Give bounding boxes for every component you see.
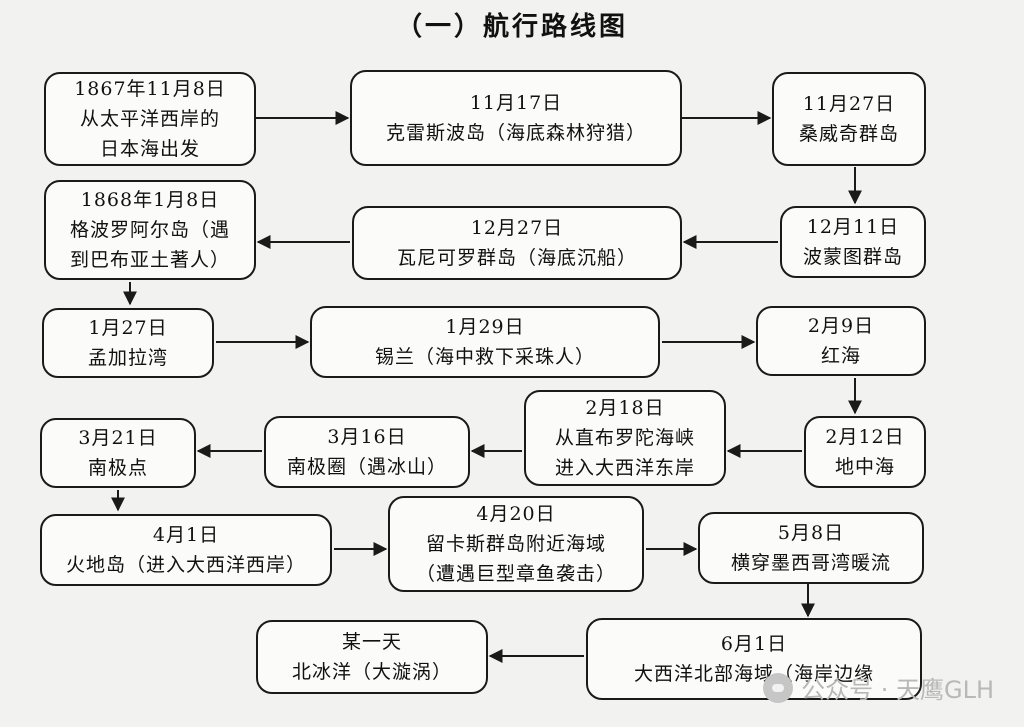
node-text: 锡兰（海中救下采珠人） <box>374 346 595 368</box>
node-text: 孟加拉湾 <box>87 347 168 369</box>
node-date: 某一天 <box>341 631 402 653</box>
node-date: 1月29日 <box>445 316 525 338</box>
node-text: 从太平洋西岸的 <box>79 108 220 130</box>
node-text: 瓦尼可罗群岛（海底沉船） <box>396 247 637 269</box>
watermark: 公众号 · 天鹰GLH <box>763 670 994 705</box>
node-text: 南极点 <box>87 457 148 479</box>
node-date: 1867年11月8日 <box>74 78 226 100</box>
node-date: 4月1日 <box>152 524 220 546</box>
node-crespo-island: 11月17日 克雷斯波岛（海底森林狩猎） <box>350 70 682 166</box>
node-date: 2月9日 <box>807 315 875 337</box>
node-date: 4月20日 <box>476 503 556 525</box>
node-antarctic-circle: 3月16日 南极圈（遇冰山） <box>264 416 470 488</box>
node-bay-of-bengal: 1月27日 孟加拉湾 <box>42 308 214 378</box>
node-gueboroar-island: 1868年1月8日 格波罗阿尔岛（遇 到巴布亚土著人） <box>44 180 256 280</box>
node-sandwich-islands: 11月27日 桑威奇群岛 <box>772 72 926 166</box>
node-date: 3月21日 <box>78 427 158 449</box>
node-text: 南极圈（遇冰山） <box>286 456 447 478</box>
node-date: 12月27日 <box>470 217 564 239</box>
node-text: 大西洋北部海域（海岸边缘 <box>633 663 874 685</box>
node-date: 3月16日 <box>327 426 407 448</box>
node-gibraltar: 2月18日 从直布罗陀海峡 进入大西洋东岸 <box>524 390 726 486</box>
node-text: 到巴布亚土著人） <box>69 249 230 271</box>
node-lucayas-islands: 4月20日 留卡斯群岛附近海域 （遭遇巨型章鱼袭击） <box>388 496 644 592</box>
node-red-sea: 2月9日 红海 <box>756 306 926 376</box>
node-date: 5月8日 <box>777 522 845 544</box>
node-text: 克雷斯波岛（海底森林狩猎） <box>385 122 646 144</box>
node-date: 1868年1月8日 <box>80 189 220 211</box>
diagram-title: （一）航行路线图 <box>395 12 628 42</box>
node-vanikoro-islands: 12月27日 瓦尼可罗群岛（海底沉船） <box>352 206 682 280</box>
node-tierra-del-fuego: 4月1日 火地岛（进入大西洋西岸） <box>40 514 332 586</box>
node-text: 火地岛（进入大西洋西岸） <box>65 554 306 576</box>
node-date: 11月27日 <box>802 93 896 115</box>
node-pomotou-islands: 12月11日 波蒙图群岛 <box>780 206 926 278</box>
wechat-icon <box>763 672 794 703</box>
node-text: 格波罗阿尔岛（遇 <box>69 219 230 241</box>
node-text: 从直布罗陀海峡 <box>554 427 695 449</box>
node-text: 日本海出发 <box>99 138 200 160</box>
node-date: 2月18日 <box>585 397 665 419</box>
node-text: 红海 <box>820 345 861 367</box>
node-text: 北冰洋（大漩涡） <box>291 661 452 683</box>
node-date: 1月27日 <box>88 317 168 339</box>
node-north-atlantic: 6月1日 大西洋北部海域（海岸边缘 <box>586 618 922 700</box>
node-1867-japan-sea: 1867年11月8日 从太平洋西岸的 日本海出发 <box>44 72 256 166</box>
node-gulf-stream: 5月8日 横穿墨西哥湾暖流 <box>698 512 924 584</box>
node-text: 横穿墨西哥湾暖流 <box>730 552 891 574</box>
node-text: （遭遇巨型章鱼袭击） <box>415 563 616 585</box>
node-text: 地中海 <box>834 456 895 478</box>
node-text: 留卡斯群岛附近海域 <box>425 533 606 555</box>
node-text: 进入大西洋东岸 <box>554 457 695 479</box>
node-date: 2月12日 <box>825 426 905 448</box>
node-ceylon: 1月29日 锡兰（海中救下采珠人） <box>310 306 660 378</box>
node-date: 12月11日 <box>806 216 900 238</box>
node-date: 11月17日 <box>469 92 563 114</box>
node-date: 6月1日 <box>720 633 788 655</box>
watermark-text: 公众号 · 天鹰GLH <box>801 676 994 704</box>
node-text: 波蒙图群岛 <box>802 246 903 268</box>
node-mediterranean: 2月12日 地中海 <box>804 416 926 488</box>
node-arctic-ocean: 某一天 北冰洋（大漩涡） <box>256 620 488 694</box>
node-text: 桑威奇群岛 <box>798 123 899 145</box>
node-south-pole: 3月21日 南极点 <box>40 418 196 488</box>
